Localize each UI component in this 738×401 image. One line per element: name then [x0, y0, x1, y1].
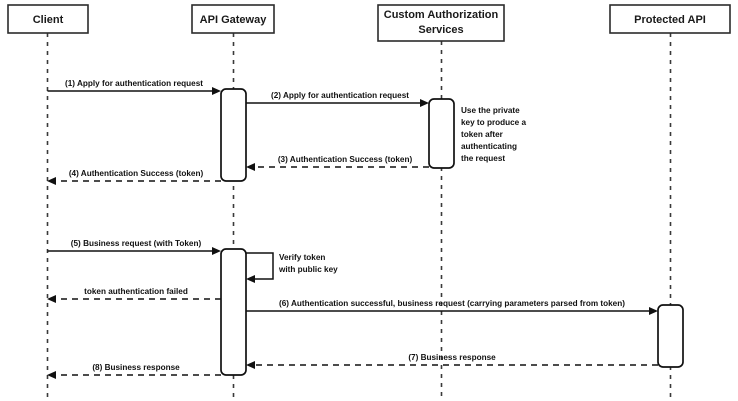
message-1-arrowhead [212, 87, 221, 95]
message-4-label: (4) Authentication Success (token) [69, 169, 204, 178]
message-6-arrowhead [649, 307, 658, 315]
message-2-label: (2) Apply for authentication request [271, 91, 409, 100]
note-private-key: Use the private key to produce a token a… [461, 106, 527, 163]
message-2[interactable]: (2) Apply for authentication request [246, 91, 429, 107]
activation-custom-auth-1 [428, 98, 455, 169]
note-private-key-line-4: authenticating [461, 142, 517, 151]
message-3[interactable]: (3) Authentication Success (token) [246, 155, 429, 171]
participant-client[interactable]: Client [7, 4, 89, 34]
participant-box-protected-api[interactable] [609, 4, 731, 34]
note-private-key-line-3: token after [461, 130, 504, 139]
message-self-verify-token[interactable]: Verify token with public key [246, 252, 338, 283]
message-self-arrowhead [246, 275, 255, 283]
lifelines [46, 33, 672, 397]
message-4-arrowhead [47, 177, 56, 185]
message-6-label: (6) Authentication successful, business … [279, 299, 625, 308]
message-4[interactable]: (4) Authentication Success (token) [47, 169, 221, 185]
message-2-arrowhead [420, 99, 429, 107]
message-8-label: (8) Business response [92, 363, 180, 372]
message-self-line [246, 252, 274, 280]
message-7-arrowhead [246, 361, 255, 369]
message-6[interactable]: (6) Authentication successful, business … [246, 299, 658, 315]
message-1[interactable]: (1) Apply for authentication request [47, 79, 222, 95]
participant-label-custom-auth-line1: Custom Authorization [384, 9, 499, 21]
message-8[interactable]: (8) Business response [47, 363, 221, 379]
message-5[interactable]: (5) Business request (with Token) [47, 239, 222, 255]
activation-bars [220, 88, 684, 376]
participant-api-gateway[interactable]: API Gateway [191, 4, 275, 34]
message-3-label: (3) Authentication Success (token) [278, 155, 413, 164]
participant-label-api-gateway: API Gateway [200, 14, 268, 26]
message-self-label-line2: with public key [278, 265, 338, 274]
participant-box-client[interactable] [7, 4, 89, 34]
message-8-arrowhead [47, 371, 56, 379]
message-5-label: (5) Business request (with Token) [71, 239, 202, 248]
participant-label-protected-api: Protected API [634, 14, 706, 26]
participant-custom-auth[interactable]: Custom Authorization Services [377, 4, 505, 42]
message-fail-arrowhead [47, 295, 56, 303]
note-private-key-line-5: the request [461, 154, 505, 163]
activation-api-gateway-1 [220, 88, 247, 182]
note-private-key-line-1: Use the private [461, 106, 520, 115]
note-private-key-line-2: key to produce a [461, 118, 527, 127]
message-self-label-line1: Verify token [279, 253, 325, 262]
participant-box-custom-auth[interactable] [377, 4, 505, 42]
participant-protected-api[interactable]: Protected API [609, 4, 731, 34]
participant-label-custom-auth-line2: Services [418, 24, 463, 36]
message-7-label: (7) Business response [408, 353, 496, 362]
message-fail-label: token authentication failed [84, 287, 188, 296]
activation-api-gateway-2 [220, 248, 247, 376]
participant-label-client: Client [33, 14, 64, 26]
message-7[interactable]: (7) Business response [246, 353, 658, 369]
message-token-authentication-failed[interactable]: token authentication failed [47, 287, 221, 303]
message-5-arrowhead [212, 247, 221, 255]
message-3-arrowhead [246, 163, 255, 171]
message-1-label: (1) Apply for authentication request [65, 79, 203, 88]
participant-box-api-gateway[interactable] [191, 4, 275, 34]
activation-protected-api-1 [657, 304, 684, 368]
